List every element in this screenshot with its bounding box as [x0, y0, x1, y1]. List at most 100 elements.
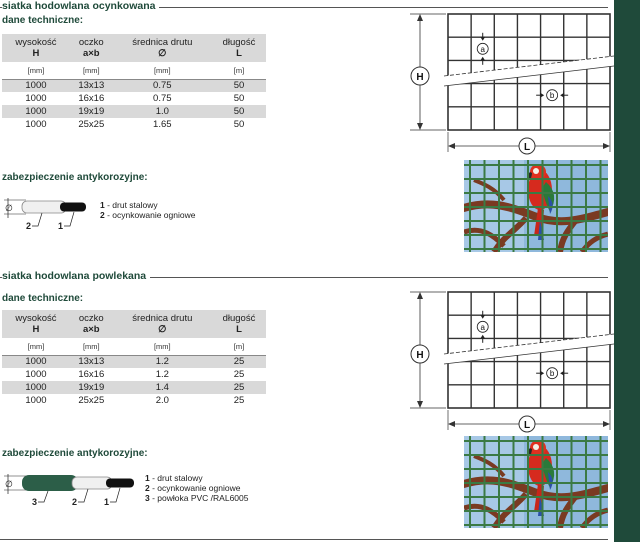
- parrot-photo: [464, 160, 608, 252]
- mesh-badge: [546, 367, 559, 380]
- mesh-a-label: a: [480, 45, 485, 54]
- break-line: [443, 65, 614, 87]
- dim-badge: [518, 137, 536, 155]
- branch: [464, 503, 506, 524]
- wire-label-1: 1: [104, 497, 109, 507]
- protection-heading: zabezpieczenie antykorozyjne:: [2, 448, 148, 459]
- arrow-head: [560, 370, 565, 376]
- dim-badge: [518, 415, 536, 433]
- arrow-head: [448, 143, 455, 149]
- parrot-eye-patch: [533, 168, 539, 174]
- section-title: siatka hodowlana powlekana: [2, 270, 151, 282]
- arrow-head: [480, 334, 486, 339]
- steel-core: [106, 478, 134, 488]
- parrot-eye-patch: [533, 444, 539, 450]
- arrow-head: [448, 421, 455, 427]
- diameter-symbol: ∅: [5, 203, 13, 213]
- arrow-head: [540, 370, 545, 376]
- wire-label-2: 2: [26, 221, 31, 231]
- section-coated: siatka hodowlana powlekana dane technicz…: [0, 270, 608, 542]
- parrot-photo: [464, 436, 608, 528]
- section-galvanized: siatka hodowlana ocynkowana dane technic…: [0, 0, 608, 268]
- wire-label-3: 3: [32, 497, 37, 507]
- arrow-head: [540, 92, 545, 98]
- dim-badge: [410, 344, 430, 364]
- tech-heading: dane techniczne:: [2, 293, 84, 304]
- arrow-head: [603, 421, 610, 427]
- mesh-badge: [476, 320, 489, 333]
- parrot-wing-tip: [548, 472, 553, 490]
- legend-item: 1 - drut stalowy: [100, 200, 158, 210]
- arrow-head: [417, 123, 423, 130]
- arrow-head: [417, 292, 423, 299]
- steel-core: [60, 202, 86, 212]
- bottom-rule: [0, 539, 608, 540]
- height-label: H: [416, 350, 423, 361]
- section-divider: [0, 277, 608, 278]
- legend-item: 1 - drut stalowy: [145, 473, 203, 483]
- break-band: [444, 334, 614, 364]
- section-title: siatka hodowlana ocynkowana: [2, 0, 160, 12]
- arrow-head: [480, 56, 486, 61]
- wire-cross-section: ∅ 2 1: [4, 198, 86, 231]
- wire-label-1: 1: [58, 221, 63, 231]
- zinc-layer: [21, 200, 67, 214]
- length-label: L: [524, 142, 530, 153]
- height-label: H: [416, 72, 423, 83]
- arrow-head: [480, 314, 486, 319]
- mesh-a-label: a: [480, 323, 485, 332]
- mesh-b-label: b: [550, 369, 555, 378]
- units-row: [mm] [mm] [mm] [m]: [2, 338, 266, 356]
- wire-cross-section: ∅ 3 2 1: [4, 474, 134, 507]
- branch: [473, 178, 506, 202]
- break-line: [443, 343, 614, 365]
- mesh-dimension-diagram: H La b: [410, 13, 614, 155]
- mesh-dimension-diagram: H La b: [410, 291, 614, 433]
- dim-badge: [410, 66, 430, 86]
- length-label: L: [524, 420, 530, 431]
- parrot-wing-tip: [548, 196, 553, 214]
- legend: 1 - drut stalowy 2 - ocynkowanie ogniowe: [100, 200, 195, 220]
- svg-text:∅: ∅: [5, 479, 13, 489]
- pvc-layer: [22, 475, 78, 491]
- arrow-head: [417, 14, 423, 21]
- mesh-badge: [476, 42, 489, 55]
- col-diameter: średnica drutu∅: [132, 313, 193, 335]
- legend-item: 2 - ocynkowanie ogniowe: [100, 210, 196, 220]
- arrow-head: [417, 401, 423, 408]
- units-row: [mm] [mm] [mm] [m]: [2, 62, 266, 80]
- break-band: [444, 56, 614, 86]
- mesh-b-label: b: [550, 91, 555, 100]
- tech-heading: dane techniczne:: [2, 15, 84, 26]
- col-diameter: średnica drutu∅: [132, 37, 193, 59]
- break-line: [443, 333, 614, 355]
- arrow-head: [480, 36, 486, 41]
- legend: 1 - drut stalowy 2 - ocynkowanie ogniowe…: [145, 473, 248, 503]
- branch: [473, 454, 506, 478]
- brand-sidebar: [614, 0, 640, 542]
- legend-item: 3 - powłoka PVC /RAL6005: [145, 493, 249, 503]
- arrow-head: [603, 143, 610, 149]
- protection-heading: zabezpieczenie antykorozyjne:: [2, 172, 148, 183]
- wire-label-2: 2: [72, 497, 77, 507]
- legend-item: 2 - ocynkowanie ogniowe: [145, 483, 241, 493]
- break-line: [443, 55, 614, 77]
- mesh-badge: [546, 89, 559, 102]
- arrow-head: [560, 92, 565, 98]
